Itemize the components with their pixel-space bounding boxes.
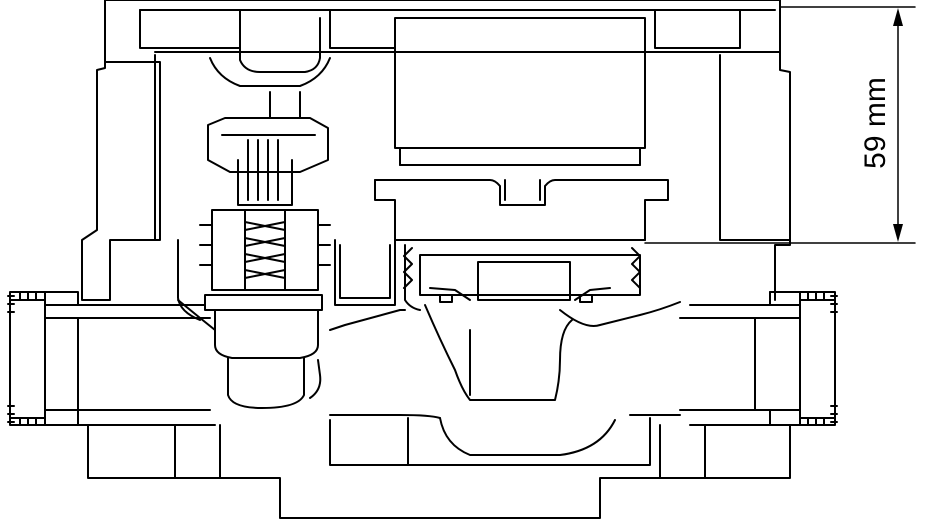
bottom-base (87, 417, 791, 519)
dimension-label: 59 mm (859, 77, 892, 169)
dimension-arrow (893, 8, 903, 242)
dimension-extension-lines (644, 6, 916, 244)
left-connector (7, 291, 79, 426)
top-housing (81, 0, 791, 301)
impeller-housing (419, 254, 681, 401)
right-connector (769, 291, 838, 426)
pipe-body (44, 299, 801, 426)
motor-cap (374, 17, 669, 241)
valve-assembly (177, 117, 331, 409)
